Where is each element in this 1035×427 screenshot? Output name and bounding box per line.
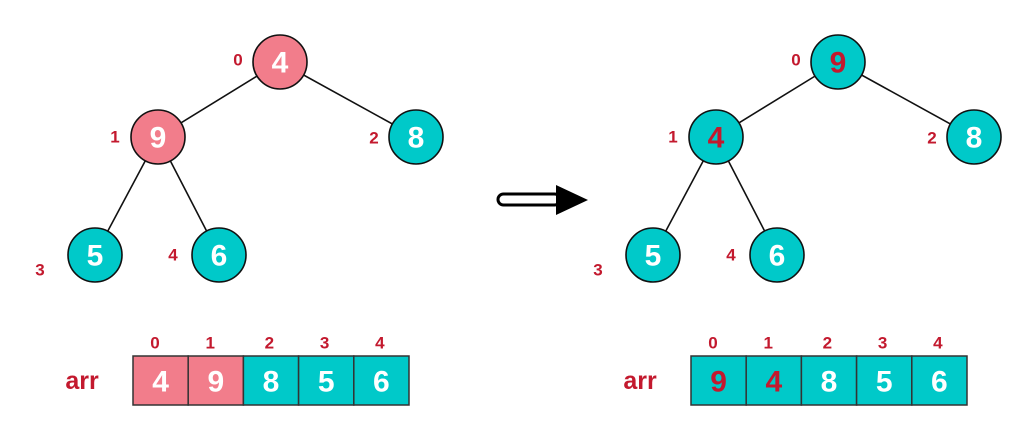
transition-arrow-icon <box>496 185 588 215</box>
cell-value: 9 <box>710 366 727 399</box>
node-circle <box>810 34 866 90</box>
cell-box <box>800 355 858 406</box>
cell-value: 4 <box>765 366 782 399</box>
cell-box <box>745 355 803 406</box>
node-index-label: 3 <box>35 261 44 280</box>
tree-node: 41 <box>668 109 744 165</box>
cell-index-label: 4 <box>375 334 385 353</box>
node-index-label: 4 <box>168 246 178 265</box>
cell-box <box>353 355 410 406</box>
node-circle <box>749 227 805 283</box>
cell-index-label: 0 <box>150 334 159 353</box>
node-value: 8 <box>966 122 983 155</box>
cell-value: 4 <box>152 366 169 399</box>
cell-value: 6 <box>931 366 948 399</box>
cell-value: 8 <box>821 366 838 399</box>
tree-node: 40 <box>233 34 308 90</box>
cell-index-label: 1 <box>763 334 772 353</box>
node-value: 6 <box>769 240 786 273</box>
node-index-label: 2 <box>369 129 378 148</box>
node-index-label: 2 <box>927 129 936 148</box>
node-value: 4 <box>708 122 725 155</box>
cell-value: 5 <box>876 366 893 399</box>
cell-index-label: 3 <box>320 334 329 353</box>
cell-index-label: 1 <box>205 334 214 353</box>
cell-box <box>911 355 968 406</box>
array-label: arr <box>65 367 99 395</box>
tree-node: 82 <box>369 109 444 165</box>
tree-node: 64 <box>726 227 805 283</box>
array-cell: 53 <box>297 334 355 406</box>
node-value: 5 <box>645 240 662 273</box>
tree-node: 64 <box>168 227 247 283</box>
node-index-label: 1 <box>110 128 119 147</box>
cell-box <box>297 355 355 406</box>
node-value: 6 <box>211 240 228 273</box>
node-value: 9 <box>830 47 847 80</box>
node-index-label: 0 <box>233 51 242 70</box>
cell-value: 5 <box>318 366 335 399</box>
node-index-label: 4 <box>726 246 736 265</box>
array-cell: 82 <box>800 334 858 406</box>
node-index-label: 1 <box>668 128 677 147</box>
node-circle <box>67 227 123 283</box>
tree-node: 91 <box>110 109 186 165</box>
array-cell: 91 <box>187 334 245 406</box>
node-circle <box>388 109 444 165</box>
tree-node: 82 <box>927 109 1002 165</box>
cell-value: 8 <box>263 366 280 399</box>
node-value: 4 <box>272 47 289 80</box>
node-index-label: 3 <box>593 261 602 280</box>
node-circle <box>625 227 681 283</box>
array-cell: 82 <box>242 334 300 406</box>
node-circle <box>191 227 247 283</box>
node-value: 9 <box>150 122 167 155</box>
cell-box <box>242 355 300 406</box>
node-circle <box>688 109 744 165</box>
array-cell: 40 <box>132 334 189 406</box>
cell-value: 6 <box>373 366 390 399</box>
cell-box <box>690 355 747 406</box>
array-cell: 90 <box>690 334 747 406</box>
array-cell: 41 <box>745 334 803 406</box>
node-value: 5 <box>87 240 104 273</box>
tree-node: 90 <box>791 34 866 90</box>
node-circle <box>252 34 308 90</box>
array-cell: 53 <box>855 334 913 406</box>
array-cell: 64 <box>911 334 968 406</box>
cell-index-label: 3 <box>878 334 887 353</box>
node-value: 8 <box>408 122 425 155</box>
node-circle <box>130 109 186 165</box>
node-index-label: 0 <box>791 51 800 70</box>
cell-index-label: 4 <box>933 334 943 353</box>
cell-index-label: 2 <box>265 334 274 353</box>
node-circle <box>946 109 1002 165</box>
cell-index-label: 0 <box>708 334 717 353</box>
cell-index-label: 2 <box>823 334 832 353</box>
array-label: arr <box>623 367 657 395</box>
array-cell: 64 <box>353 334 410 406</box>
cell-value: 9 <box>207 366 224 399</box>
tree-node: 53 <box>35 227 123 283</box>
tree-node: 53 <box>593 227 681 283</box>
cell-box <box>855 355 913 406</box>
